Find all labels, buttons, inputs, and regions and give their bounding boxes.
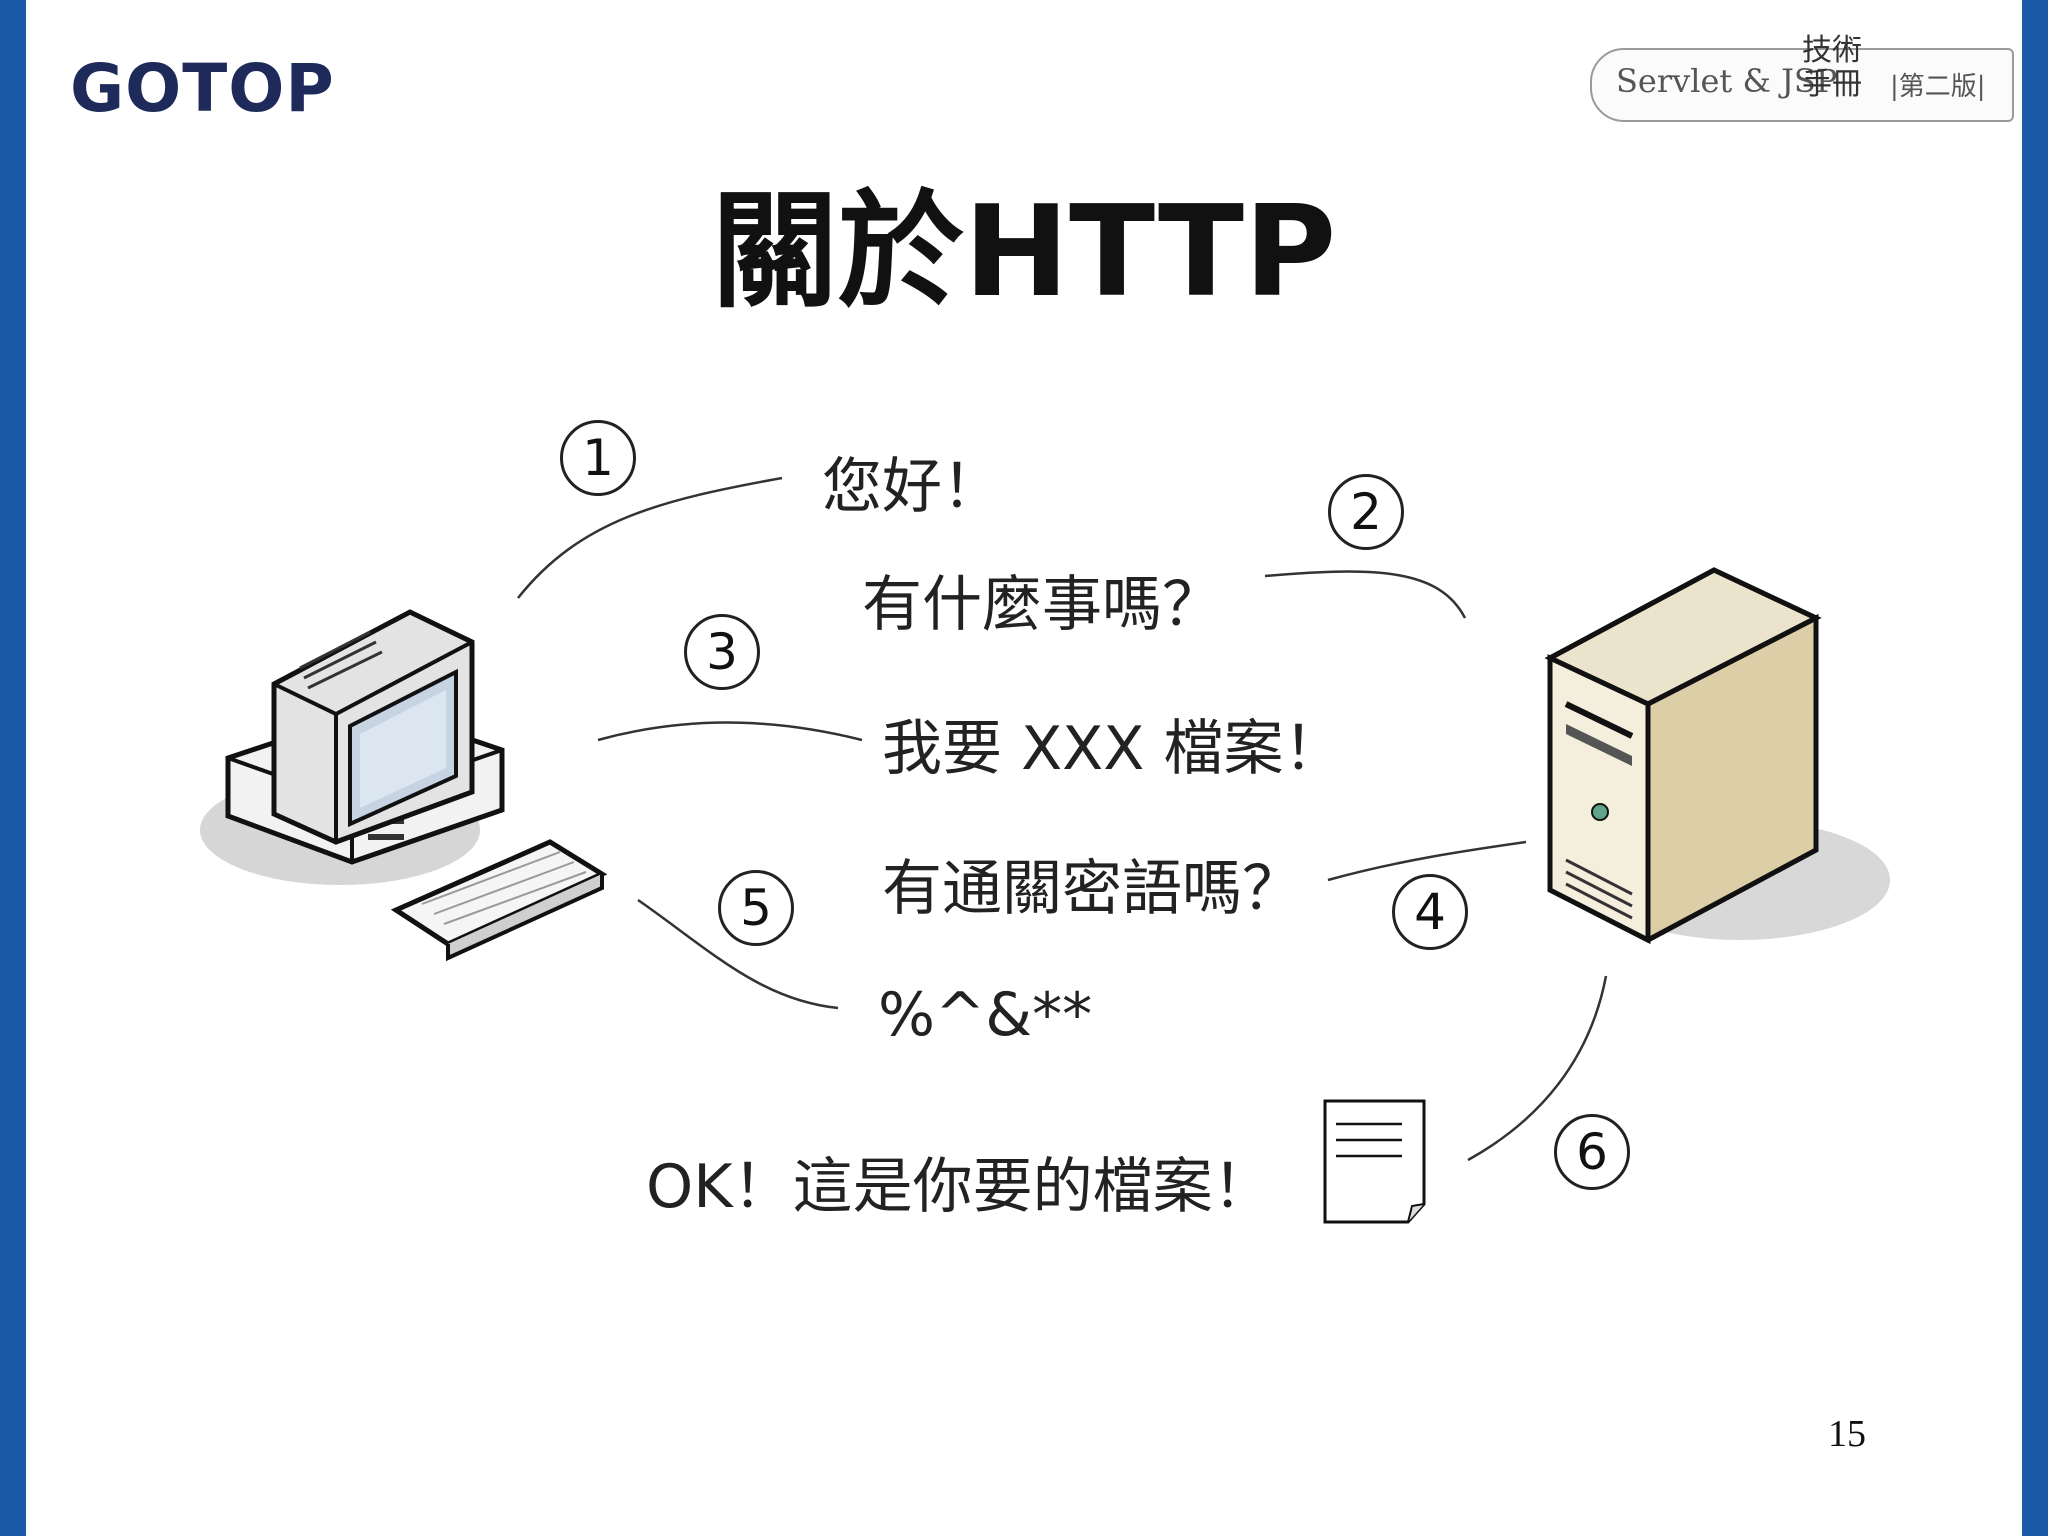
book-badge: Servlet & JSP 技術手冊 |第二版| <box>1590 34 2014 144</box>
connector-4 <box>1327 840 1527 882</box>
step-number-6: 6 <box>1554 1114 1630 1190</box>
connector-5 <box>637 898 839 1010</box>
left-border-bar <box>0 0 26 1536</box>
connector-6 <box>1467 975 1608 1162</box>
connector-1 <box>517 476 783 599</box>
desktop-computer-icon <box>200 609 608 962</box>
publisher-logo: GOTOP <box>70 50 335 127</box>
badge-frame <box>1590 48 2014 122</box>
step-number-3: 3 <box>684 614 760 690</box>
badge-edition: |第二版| <box>1890 72 1986 102</box>
page-number: 15 <box>1828 1413 1866 1455</box>
step-number-4: 4 <box>1392 874 1468 950</box>
step-text-6: OK！這是你要的檔案！ <box>646 1152 1273 1222</box>
document-icon <box>1323 1099 1426 1224</box>
step-number-5: 5 <box>718 870 794 946</box>
step-text-1: 您好！ <box>822 452 1002 522</box>
badge-calligraphy: 技術手冊 <box>1802 33 1862 102</box>
tower-server-icon <box>1544 567 1890 945</box>
step-text-3: 我要 XXX 檔案！ <box>882 714 1344 784</box>
badge-book-name: Servlet & JSP <box>1616 62 1838 100</box>
step-number-1: 1 <box>560 420 636 496</box>
connector-3 <box>597 721 863 742</box>
right-border-bar <box>2022 0 2048 1536</box>
step-number-2: 2 <box>1328 474 1404 550</box>
slide-title: 關於HTTP <box>711 178 1337 325</box>
connector-2 <box>1264 570 1467 619</box>
step-text-4: 有通關密語嗎？ <box>882 854 1302 924</box>
step-text-5: %^&** <box>878 980 1093 1050</box>
step-text-2: 有什麼事嗎？ <box>862 570 1222 640</box>
